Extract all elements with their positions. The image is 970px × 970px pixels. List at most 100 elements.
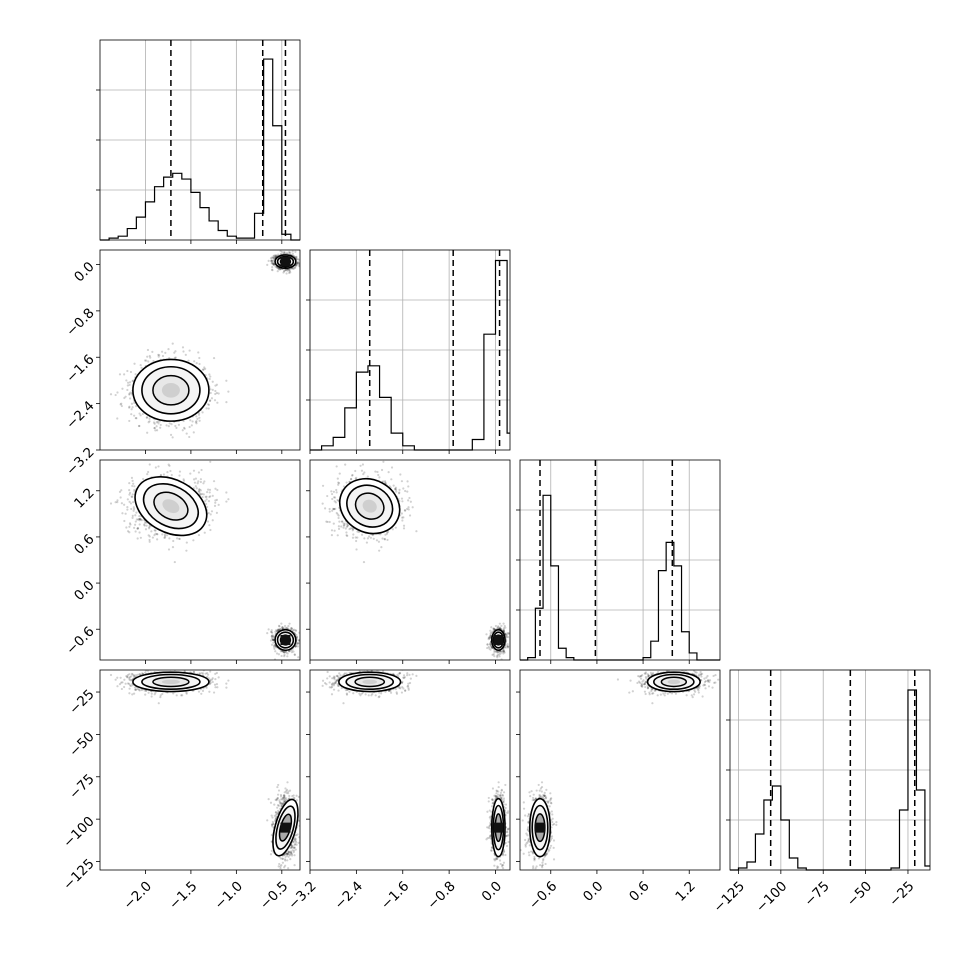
sample-point — [149, 356, 152, 359]
sample-point — [334, 501, 337, 504]
density-peak — [280, 635, 291, 645]
sample-point — [274, 254, 277, 257]
sample-point — [207, 511, 210, 515]
sample-point — [184, 353, 187, 356]
sample-point — [407, 508, 410, 511]
sample-point — [271, 266, 274, 269]
sample-point — [365, 541, 369, 544]
sample-point — [394, 526, 397, 529]
sample-point — [273, 254, 276, 257]
sample-point — [298, 264, 300, 267]
sample-point — [386, 531, 389, 534]
sample-point — [201, 495, 204, 499]
sample-point — [402, 487, 405, 490]
sample-point — [154, 429, 157, 432]
sample-point — [150, 530, 153, 533]
sample-point — [288, 622, 291, 625]
sample-point — [131, 484, 134, 488]
sample-point — [295, 633, 298, 637]
sample-point — [297, 261, 300, 265]
sample-point — [211, 519, 214, 522]
sample-point — [143, 523, 146, 526]
sample-point — [292, 267, 296, 270]
sample-point — [148, 526, 151, 529]
sample-point — [195, 422, 198, 425]
sample-point — [129, 370, 133, 374]
sample-point — [273, 644, 276, 647]
sample-point — [349, 527, 352, 530]
sample-point — [194, 421, 198, 424]
sample-point — [266, 632, 269, 635]
sample-point — [351, 474, 354, 477]
sample-point — [195, 362, 198, 365]
sample-point — [292, 650, 295, 653]
sample-point — [227, 498, 230, 501]
sample-point — [355, 548, 358, 551]
sample-point — [206, 520, 210, 523]
sample-point — [171, 546, 175, 549]
sample-point — [279, 650, 282, 653]
sample-point — [197, 480, 200, 483]
sample-point — [126, 508, 129, 511]
sample-point — [281, 626, 284, 629]
sample-point — [139, 414, 142, 417]
sample-point — [185, 432, 188, 435]
sample-point — [375, 539, 379, 542]
sample-point — [271, 262, 274, 265]
sample-point — [401, 500, 404, 503]
sample-point — [192, 431, 195, 434]
sample-point — [134, 373, 137, 376]
sample-point — [139, 518, 142, 521]
y-tick-label: −1.6 — [63, 352, 97, 386]
sample-point — [120, 489, 123, 492]
sample-point — [128, 381, 132, 384]
sample-point — [133, 485, 136, 488]
sample-point — [269, 257, 273, 260]
sample-point — [206, 490, 209, 494]
sample-point — [211, 494, 214, 497]
sample-point — [296, 642, 299, 645]
sample-point — [378, 476, 381, 479]
sample-point — [128, 482, 131, 485]
sample-point — [130, 408, 133, 411]
sample-point — [406, 480, 409, 483]
sample-point — [155, 532, 159, 536]
sample-point — [330, 534, 334, 537]
sample-point — [114, 393, 117, 397]
sample-point — [343, 522, 346, 526]
sample-point — [198, 419, 201, 422]
sample-point — [294, 629, 297, 632]
sample-point — [283, 252, 286, 255]
sample-point — [272, 262, 275, 266]
sample-point — [293, 653, 296, 656]
sample-point — [288, 271, 291, 274]
sample-point — [369, 536, 373, 539]
sample-point — [344, 463, 347, 466]
sample-point — [164, 351, 167, 354]
sample-point — [170, 473, 173, 477]
sample-point — [148, 540, 151, 543]
sample-point — [190, 424, 193, 427]
sample-point — [198, 356, 201, 360]
sample-point — [289, 251, 292, 254]
sample-point — [282, 650, 285, 653]
sample-point — [133, 526, 136, 529]
sample-point — [345, 481, 348, 484]
sample-point — [185, 541, 188, 544]
sample-point — [293, 628, 296, 631]
sample-point — [121, 387, 124, 390]
sample-point — [197, 412, 201, 415]
sample-point — [274, 629, 278, 632]
sample-point — [154, 532, 157, 535]
sample-point — [128, 393, 131, 396]
sample-point — [335, 488, 338, 492]
sample-point — [165, 424, 168, 427]
sample-point — [116, 501, 119, 504]
sample-point — [204, 500, 207, 503]
histogram-panel-0 — [96, 39, 301, 244]
sample-point — [294, 264, 298, 267]
sample-point — [138, 412, 141, 415]
sample-point — [394, 486, 398, 489]
sample-point — [347, 524, 350, 527]
sample-point — [163, 536, 167, 539]
